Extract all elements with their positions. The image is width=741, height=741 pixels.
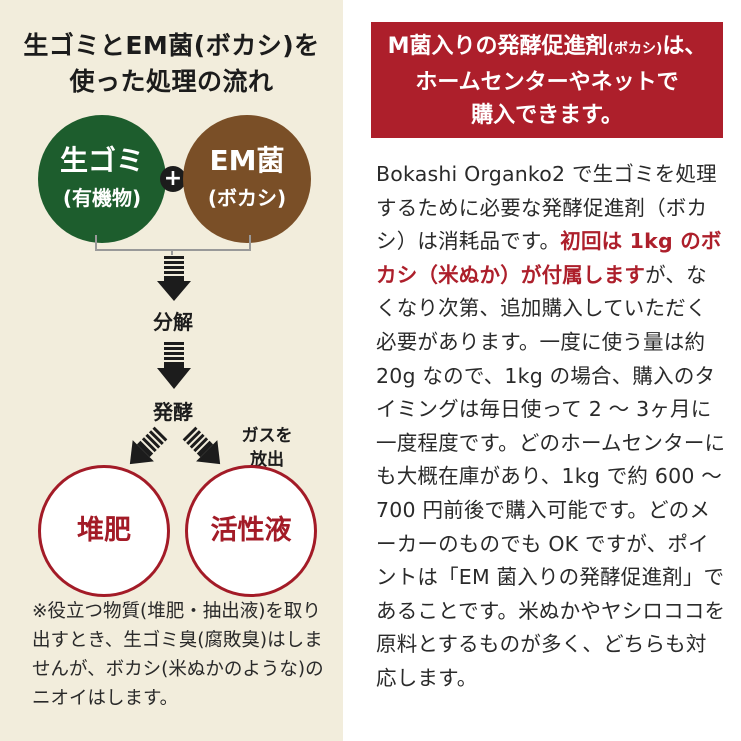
- process-flow-panel: 生ゴミとEM菌(ボカシ)を 使った処理の流れ 生ゴミ (有機物) + EM菌 (…: [0, 0, 343, 741]
- food-waste-circle: 生ゴミ (有機物): [38, 115, 166, 243]
- striped-diagonal-arrow-icon: [182, 426, 221, 465]
- striped-down-arrow-icon: [157, 256, 191, 301]
- banner-line1-small: (ボカシ): [607, 41, 663, 57]
- em-bacteria-sublabel: (ボカシ): [207, 186, 287, 210]
- flow-title: 生ゴミとEM菌(ボカシ)を 使った処理の流れ: [0, 28, 343, 100]
- em-bacteria-label: EM菌: [209, 144, 285, 177]
- banner-line3: 購入できます。: [471, 103, 623, 128]
- food-waste-label: 生ゴミ: [59, 144, 144, 177]
- em-bacteria-circle: EM菌 (ボカシ): [183, 115, 311, 243]
- fermentation-label: 発酵: [153, 400, 193, 424]
- food-waste-sublabel: (有機物): [62, 186, 142, 210]
- banner-line1: M菌入りの発酵促進剤(ボカシ)は、: [371, 30, 723, 66]
- description-highlight: 初回は 1kg のボカシ（米ぬか）が付属します: [376, 229, 722, 287]
- banner-line1-main: M菌入りの発酵促進剤: [387, 34, 608, 59]
- striped-down-arrow-icon: [157, 342, 191, 389]
- flow-title-line1: 生ゴミとEM菌(ボカシ)を: [23, 31, 320, 60]
- description-part1: Bokashi Organko2 で生ゴミを処理するために必要な発酵促進剤（ボカ…: [376, 162, 717, 254]
- banner-line2: ホームセンターやネットで: [415, 70, 679, 95]
- odor-note: ※役立つ物質(堆肥・抽出液)を取り出すとき、生ゴミ臭(腐敗臭)はしませんが、ボカ…: [32, 601, 324, 709]
- plus-icon: +: [160, 166, 186, 192]
- banner-line1-end: は、: [662, 34, 707, 59]
- flow-title-line2: 使った処理の流れ: [69, 67, 274, 96]
- gas-release-line1: ガスを: [241, 426, 293, 446]
- purchase-description: Bokashi Organko2 で生ゴミを処理するために必要な発酵促進剤（ボカ…: [376, 158, 726, 696]
- description-part2: が、なくなり次第、追加購入していただく必要があります。一度に使う量は約 20g …: [376, 262, 726, 690]
- striped-diagonal-arrow-icon: [129, 426, 168, 465]
- active-liquid-circle: 活性液: [185, 465, 317, 597]
- compost-circle: 堆肥: [38, 465, 170, 597]
- merge-bracket: [95, 235, 251, 251]
- merge-bracket-stem: [171, 249, 173, 255]
- decomposition-label: 分解: [153, 310, 193, 334]
- purchase-banner: M菌入りの発酵促進剤(ボカシ)は、 ホームセンターやネットで 購入できます。: [371, 22, 723, 138]
